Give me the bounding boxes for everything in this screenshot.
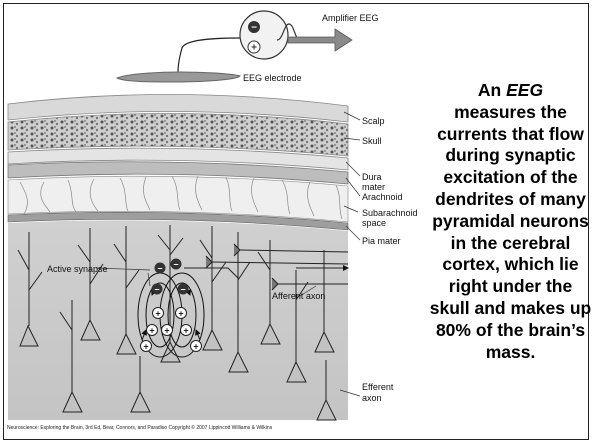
scalp-label: Scalp [362,116,385,126]
plus-sign: + [191,341,202,352]
dura-mater-label: mater [362,182,385,192]
pia-mater-label: Pia mater [362,236,401,246]
efferent-axon-label: axon [362,393,382,403]
caption-body: measures the currents that flow during s… [430,102,591,362]
svg-text:−: − [157,264,162,274]
eeg-electrode [117,72,240,82]
afferent-axon-label: Afferent axon [272,291,325,301]
active-synapse-label: Active synapse [47,264,108,274]
figure-credit: Neuroscience: Exploring the Brain, 3rd E… [7,425,272,431]
skull-label: Skull [362,136,382,146]
svg-text:+: + [178,309,183,319]
plus-sign: + [153,308,164,319]
plus-sign: + [141,341,152,352]
amplifier-label: Amplifier EEG [322,13,379,23]
minus-sign: − [171,259,182,270]
svg-text:+: + [193,342,198,352]
dura-mater-label: Dura [362,172,382,182]
arachnoid-label: Arachnoid [362,192,403,202]
svg-text:+: + [183,326,188,336]
plus-sign: + [248,41,260,54]
electrode-wire [178,38,240,72]
svg-text:−: − [154,285,159,295]
svg-text:+: + [143,342,148,352]
plus-sign: + [176,308,187,319]
caption-prefix: An [478,80,506,100]
svg-text:−: − [180,285,185,295]
svg-text:+: + [155,309,160,319]
efferent-axon-label: Efferent [362,382,394,392]
svg-text:+: + [251,43,257,54]
plus-sign: + [147,325,158,336]
amplifier-output-arrow [288,29,352,51]
plus-sign: + [162,325,173,336]
svg-text:−: − [251,23,257,34]
electrode-label: EEG electrode [243,73,302,83]
svg-text:+: + [164,326,169,336]
minus-sign: − [152,284,163,295]
minus-sign: − [155,263,166,274]
caption: An EEG measures the currents that flow d… [428,80,593,363]
amplifier: Amplifier EEG [240,11,379,59]
minus-sign: − [178,284,189,295]
svg-text:−: − [173,260,178,270]
plus-sign: + [181,325,192,336]
svg-text:+: + [149,326,154,336]
caption-term: EEG [506,80,543,100]
subarachnoid-label: Subarachnoid [362,208,418,218]
amplifier-dial [240,11,288,59]
cortex-layer [8,220,348,420]
subarachnoid-label: space [362,218,386,228]
